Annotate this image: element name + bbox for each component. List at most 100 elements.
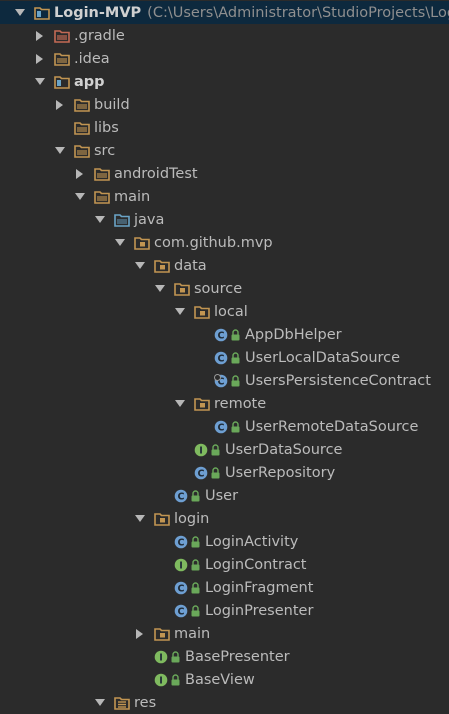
tree-node-label: remote	[214, 395, 267, 412]
class-icon: C	[194, 466, 208, 480]
tree-node-libs[interactable]: libs	[0, 116, 449, 139]
lock-icon	[230, 374, 241, 387]
arrow-spacer	[174, 467, 186, 479]
svg-text:C: C	[218, 376, 225, 387]
svg-text:C: C	[218, 353, 225, 364]
tree-node-local[interactable]: local	[0, 300, 449, 323]
folder-icon	[74, 144, 90, 158]
class-icon: C	[174, 604, 188, 618]
lock-icon	[190, 604, 201, 617]
collapse-arrow-icon[interactable]	[94, 214, 106, 226]
tree-node-source[interactable]: source	[0, 277, 449, 300]
tree-node-build[interactable]: build	[0, 93, 449, 116]
tree-node-loginactivity[interactable]: C LoginActivity	[0, 530, 449, 553]
tree-node-res[interactable]: res	[0, 691, 449, 714]
tree-node-main[interactable]: main	[0, 622, 449, 645]
tree-node-label: libs	[94, 119, 119, 136]
expand-arrow-icon[interactable]	[34, 30, 46, 42]
source-folder-icon	[114, 213, 130, 227]
tree-node-label: .gradle	[74, 27, 125, 44]
tree-node-data[interactable]: data	[0, 254, 449, 277]
collapse-arrow-icon[interactable]	[134, 513, 146, 525]
folder-icon	[94, 190, 110, 204]
package-icon	[154, 259, 170, 273]
tree-node-label: UserLocalDataSource	[245, 349, 401, 366]
tree-node-remote[interactable]: remote	[0, 392, 449, 415]
tree-node-label: UsersPersistenceContract	[245, 372, 431, 389]
class-icon: C	[174, 581, 188, 595]
collapse-arrow-icon[interactable]	[134, 260, 146, 272]
project-path: (C:\Users\Administrator\StudioProjects\L…	[147, 4, 449, 21]
lock-icon	[170, 673, 181, 686]
tree-node-androidtest[interactable]: androidTest	[0, 162, 449, 185]
lock-icon	[190, 558, 201, 571]
collapse-arrow-icon[interactable]	[34, 76, 46, 88]
tree-node-label: LoginActivity	[205, 533, 299, 550]
module-icon	[54, 75, 70, 89]
folder-icon	[94, 167, 110, 181]
lock-icon	[230, 328, 241, 341]
lock-icon	[170, 650, 181, 663]
tree-node-appdbhelper[interactable]: C AppDbHelper	[0, 323, 449, 346]
arrow-spacer	[194, 352, 206, 364]
tree-node-login-mvp[interactable]: Login-MVP(C:\Users\Administrator\StudioP…	[0, 1, 449, 24]
tree-node-java[interactable]: java	[0, 208, 449, 231]
interface-icon: I	[194, 443, 208, 457]
tree-node-src[interactable]: src	[0, 139, 449, 162]
expand-arrow-icon[interactable]	[34, 53, 46, 65]
folder-icon	[54, 52, 70, 66]
tree-node-main[interactable]: main	[0, 185, 449, 208]
svg-text:C: C	[178, 537, 185, 548]
svg-text:I: I	[159, 652, 163, 663]
class-icon: C	[214, 373, 228, 388]
tree-node-userspersistencecontract[interactable]: C UsersPersistenceContract	[0, 369, 449, 392]
interface-icon: I	[154, 650, 168, 664]
expand-arrow-icon[interactable]	[54, 99, 66, 111]
expand-arrow-icon[interactable]	[134, 628, 146, 640]
collapse-arrow-icon[interactable]	[154, 283, 166, 295]
collapse-arrow-icon[interactable]	[14, 7, 26, 19]
collapse-arrow-icon[interactable]	[114, 237, 126, 249]
svg-text:I: I	[179, 560, 183, 571]
collapse-arrow-icon[interactable]	[54, 145, 66, 157]
folder-icon	[74, 98, 90, 112]
package-icon	[174, 282, 190, 296]
arrow-spacer	[54, 122, 66, 134]
tree-node-com-github-mvp[interactable]: com.github.mvp	[0, 231, 449, 254]
arrow-spacer	[194, 421, 206, 433]
tree-node-label: androidTest	[114, 165, 198, 182]
tree-node-label: app	[74, 73, 105, 90]
svg-text:C: C	[178, 606, 185, 617]
tree-node-label: AppDbHelper	[245, 326, 342, 343]
collapse-arrow-icon[interactable]	[174, 306, 186, 318]
excluded-folder-icon	[54, 29, 70, 43]
tree-node-loginfragment[interactable]: C LoginFragment	[0, 576, 449, 599]
tree-node-label: LoginFragment	[205, 579, 314, 596]
tree-node-login[interactable]: login	[0, 507, 449, 530]
tree-node-label: java	[134, 211, 165, 228]
tree-node-app[interactable]: app	[0, 70, 449, 93]
class-icon: C	[214, 328, 228, 342]
tree-node-idea[interactable]: .idea	[0, 47, 449, 70]
package-icon	[194, 305, 210, 319]
collapse-arrow-icon[interactable]	[94, 697, 106, 709]
package-icon	[134, 236, 150, 250]
svg-text:C: C	[178, 491, 185, 502]
tree-node-gradle[interactable]: .gradle	[0, 24, 449, 47]
folder-icon	[74, 121, 90, 135]
expand-arrow-icon[interactable]	[74, 168, 86, 180]
lock-icon	[230, 420, 241, 433]
collapse-arrow-icon[interactable]	[74, 191, 86, 203]
collapse-arrow-icon[interactable]	[174, 398, 186, 410]
tree-node-label: com.github.mvp	[154, 234, 273, 251]
tree-node-userlocaldatasource[interactable]: C UserLocalDataSource	[0, 346, 449, 369]
